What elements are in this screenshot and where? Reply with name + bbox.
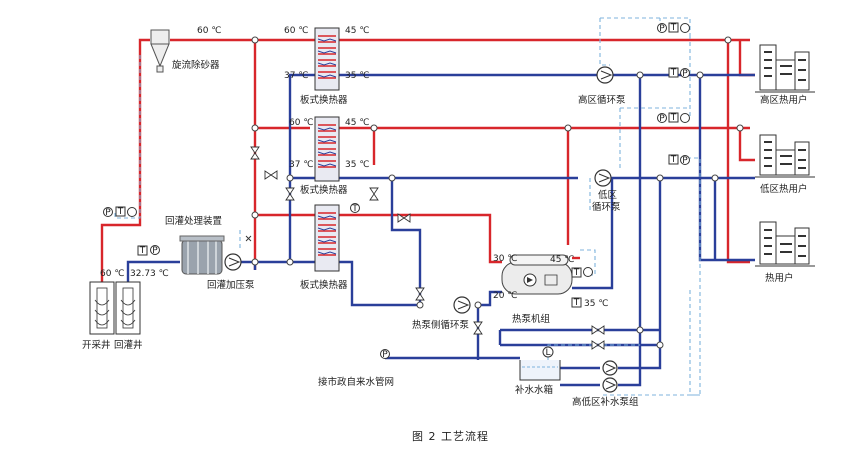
control-signal-lines [114, 17, 701, 396]
svg-text:P: P [382, 350, 388, 360]
svg-text:T: T [670, 68, 677, 78]
makeup-water-tank [519, 346, 561, 381]
label-reinjection-pump: 回灌加压泵 [207, 279, 255, 291]
temp-hp-hot: 45 ℃ [550, 255, 574, 265]
temp-hx1-out: 45 ℃ [345, 26, 369, 36]
heat-pump-unit [501, 254, 573, 295]
plate-heat-exchanger-2 [314, 116, 340, 182]
svg-text:T: T [573, 298, 580, 308]
label-city-water: 接市政自来水管网 [318, 376, 394, 388]
instr-hp-outlet: T [571, 267, 593, 278]
label-hx-mid: 板式换热器 [300, 184, 348, 196]
label-high-pump: 高区循环泵 [578, 94, 626, 106]
temp-hx2-ret-l: 37 ℃ [289, 160, 313, 170]
temp-hp-ret: 35 ℃ [584, 299, 608, 309]
cyclone-separator [150, 29, 170, 73]
temp-hx1-ret-l: 37 ℃ [284, 71, 308, 81]
svg-text:T: T [117, 207, 124, 217]
building-low-zone-icon [755, 134, 815, 178]
reinjection-pump [224, 253, 242, 271]
label-reinjection-well: 回灌井 [114, 339, 143, 351]
plate-heat-exchanger-3 [314, 204, 340, 272]
label-reinjection-device: 回灌处理装置 [165, 215, 222, 227]
instruments: P T T P T P T T [103, 22, 690, 360]
instr-group-high-return: T P [668, 67, 690, 79]
temp-top-left: 60 ℃ [197, 26, 221, 36]
label-hp-side-pump: 热泵侧循环泵 [412, 319, 470, 331]
label-high-user: 高区热用户 [760, 94, 808, 106]
temp-hp-out: 20 ℃ [493, 291, 517, 301]
reinjection-treatment-device [179, 235, 225, 275]
temp-hx1-in: 60 ℃ [284, 26, 308, 36]
low-zone-circulation-pump [594, 169, 612, 187]
makeup-pump-1 [602, 360, 618, 376]
svg-text:L: L [545, 348, 550, 358]
makeup-pump-2 [602, 377, 618, 393]
svg-text:P: P [659, 114, 665, 124]
figure-caption: 图 2 工艺流程 [412, 429, 489, 443]
instr-flow-well [127, 207, 137, 217]
svg-text:T: T [139, 246, 146, 256]
temp-hx2-ret-r: 35 ℃ [345, 160, 369, 170]
label-makeup-pumps: 高低区补水泵组 [572, 396, 639, 408]
label-cyclone-separator: 旋流除砂器 [172, 59, 220, 71]
svg-text:P: P [152, 246, 158, 256]
temp-well: 60 ℃ [100, 269, 124, 279]
svg-text:T: T [670, 113, 677, 123]
label-production-well: 开采井 [82, 339, 111, 351]
instr-city-water: P [380, 349, 390, 360]
label-user: 热用户 [765, 272, 794, 284]
valves [245, 146, 605, 350]
instr-group-low: P T [657, 112, 690, 124]
temperature-labels: 60 ℃ 60 ℃ 45 ℃ 37 ℃ 35 ℃ 60 ℃ 45 ℃ 37 ℃ … [100, 26, 608, 309]
production-well [89, 281, 115, 335]
instr-pressure-well: P [103, 207, 113, 218]
svg-text:T: T [351, 204, 358, 214]
temp-reinj: 32.73 ℃ [130, 269, 169, 279]
label-low-user: 低区热用户 [760, 183, 808, 195]
svg-text:T: T [573, 268, 580, 278]
temp-hx2-out: 45 ℃ [345, 118, 369, 128]
svg-text:P: P [659, 24, 665, 34]
svg-text:T: T [670, 155, 677, 165]
equipment-labels: 旋流除砂器 板式换热器 板式换热器 板式换热器 回灌处理装置 回灌加压泵 高区循… [82, 59, 808, 408]
label-makeup-tank: 补水水箱 [515, 384, 553, 396]
temp-hp-in: 30 ℃ [493, 254, 517, 264]
pipe-junctions [251, 36, 744, 349]
instr-temp-hp: T [350, 203, 360, 214]
label-low-pump-2: 循环泵 [592, 201, 621, 213]
svg-text:P: P [682, 156, 688, 166]
instr-pressure-reinj: P [150, 245, 160, 256]
label-low-pump-1: 低区 [598, 189, 618, 201]
instr-temp-reinj: T [137, 245, 148, 256]
high-zone-circulation-pump [596, 66, 614, 84]
reinjection-well [115, 281, 141, 335]
instr-group-high: P T [657, 22, 690, 34]
instr-tank-level: L [545, 348, 550, 358]
temp-hx2-in: 60 ℃ [289, 118, 313, 128]
svg-text:P: P [682, 69, 688, 79]
temp-hx1-ret-r: 35 ℃ [345, 71, 369, 81]
instr-group-low-return: T P [668, 154, 690, 166]
plate-heat-exchanger-1 [314, 27, 340, 91]
label-hx-top: 板式换热器 [300, 94, 348, 106]
label-heat-pump-unit: 热泵机组 [512, 313, 551, 325]
label-hx-bottom: 板式换热器 [300, 279, 348, 291]
svg-text:T: T [670, 23, 677, 33]
building-user-icon [755, 221, 815, 267]
heat-pump-side-circulation-pump [453, 296, 471, 314]
svg-text:P: P [105, 208, 111, 218]
instr-hp-return: T [571, 297, 582, 308]
instr-temp-well: T [115, 206, 126, 217]
building-high-zone-icon [755, 44, 815, 93]
